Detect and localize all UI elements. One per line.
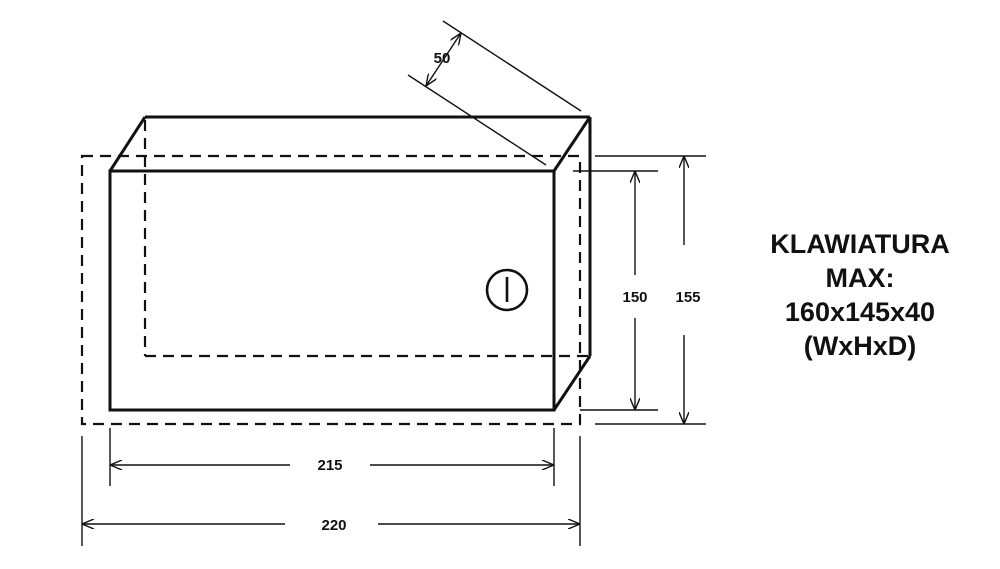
depth-dimension	[407, 20, 582, 166]
outer-height-label: 155	[675, 289, 700, 306]
box-front-face	[108, 169, 556, 412]
box-back-face	[143, 120, 590, 358]
inner-width-dimension	[109, 428, 555, 486]
lock-icon	[485, 268, 529, 312]
outer-width-dimension	[81, 436, 581, 546]
outer-height-dimension	[595, 155, 706, 425]
caption-line-3: 160x145x40	[785, 297, 935, 327]
keyboard-caption: KLAWIATURA MAX: 160x145x40 (WxHxD)	[770, 229, 949, 361]
inner-height-label: 150	[622, 289, 647, 306]
box-outline	[108, 115, 592, 412]
inner-width-label: 215	[317, 457, 342, 474]
caption-line-2: MAX:	[826, 263, 895, 293]
outer-width-label: 220	[321, 517, 346, 534]
caption-line-4: (WxHxD)	[804, 331, 917, 361]
depth-label: 50	[434, 50, 451, 67]
caption-line-1: KLAWIATURA	[770, 229, 949, 259]
inner-height-dimension	[573, 170, 658, 411]
outer-dashed-outline	[80, 154, 582, 426]
